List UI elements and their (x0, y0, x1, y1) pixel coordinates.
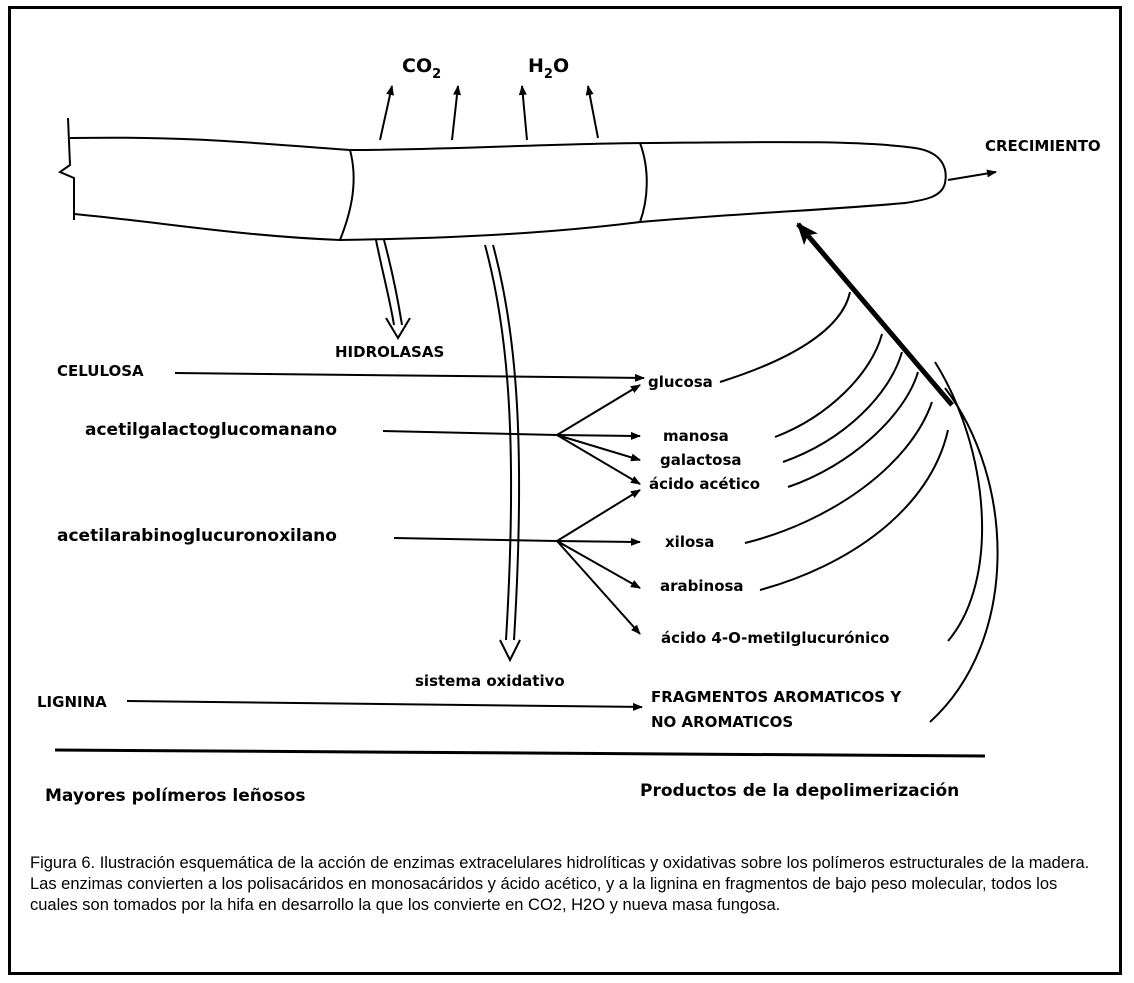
xilosa-label: xilosa (665, 533, 714, 551)
footer-right-label: Productos de la depolimerización (640, 781, 959, 801)
separator-line (55, 750, 985, 756)
manosa-label: manosa (663, 427, 729, 445)
fragmentos-label-line2: NO AROMATICOS (651, 713, 793, 731)
sistema-oxidativo-label: sistema oxidativo (415, 672, 565, 690)
lignina-label: LIGNINA (37, 693, 107, 711)
fragmentos-label-line1: FRAGMENTOS AROMATICOS Y (651, 688, 902, 706)
hidrolasas-arrow (376, 240, 410, 338)
acetilgalactoglucomanano-label: acetilgalactoglucomanano (85, 420, 337, 440)
co2-label: CO2 (402, 55, 441, 82)
hypha (60, 118, 946, 240)
glucosa-label: glucosa (648, 373, 713, 391)
galactosa-label: galactosa (660, 451, 742, 469)
sistema-oxidativo-arrow (485, 245, 520, 660)
hidrolasas-label: HIDROLASAS (335, 343, 444, 361)
gas-release-arrows (380, 86, 598, 140)
acido-metilglucuronico-label: ácido 4-O-metilglucurónico (661, 629, 889, 647)
growth-arrow (948, 172, 996, 180)
crecimiento-label: CRECIMIENTO (985, 137, 1101, 155)
acido-acetico-label: ácido acético (649, 475, 760, 493)
figure-caption: Figura 6. Ilustración esquemática de la … (30, 853, 1090, 916)
h2o-label: H2O (528, 55, 569, 82)
acetilarabinoglucuronoxilano-label: acetilarabinoglucuronoxilano (57, 526, 337, 546)
celulosa-label: CELULOSA (57, 362, 144, 380)
footer-left-label: Mayores polímeros leñosos (45, 786, 305, 806)
uptake-curves (720, 224, 998, 722)
arabinosa-label: arabinosa (660, 577, 744, 595)
